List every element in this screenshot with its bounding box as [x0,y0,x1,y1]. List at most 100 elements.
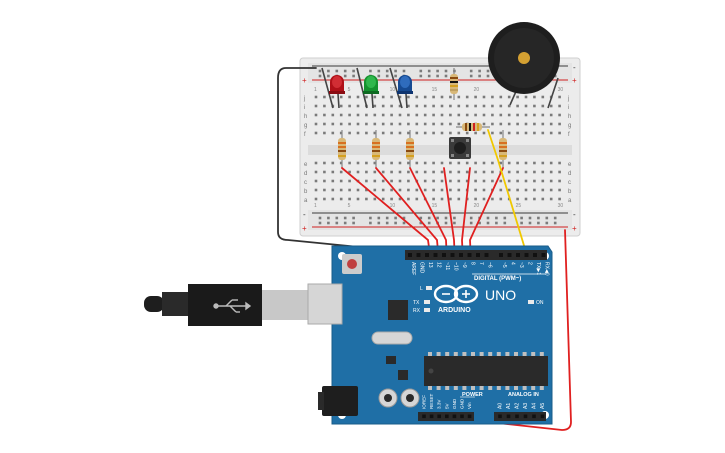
column-number: 1 [314,203,317,209]
usb-cable[interactable] [144,283,343,326]
digital-pin-label: 7 [478,262,484,265]
led-resistor[interactable] [338,130,346,168]
power-pin-label: GND [460,398,465,409]
digital-pin-label: ~3 [518,262,524,268]
analog-label: ANALOG IN [508,392,539,398]
l-led [426,286,432,290]
blue-led[interactable] [397,75,413,94]
tx-led [424,300,430,304]
wire-5v [459,229,572,431]
l-led-label: L [420,286,423,292]
digital-pin-label: GND [419,262,425,274]
power-pin-label: Vin [467,402,472,409]
tx-label: TX [413,300,420,306]
digital-pin-label: 12 [436,262,442,268]
digital-pin-label: ~11 [444,262,450,270]
analog-pin-label: A4 [532,403,538,409]
column-number: 15 [432,203,438,209]
row-letter-d-right: d [568,171,571,177]
row-letter-i: i [304,105,305,111]
row-letter-f: f [304,132,306,138]
digital-pin-label: 2 [527,262,533,265]
digital-pin-label: 8 [470,262,476,265]
analog-pin-label: A2 [515,403,521,409]
digital-pin-label: AREF [410,262,416,275]
rail-minus-label-bottom-right: - [573,210,576,219]
column-number: 5 [348,87,351,93]
column-number: 5 [348,203,351,209]
power-pin-label: GND [452,398,457,409]
rail-minus-label-bottom: - [303,210,306,219]
model-label: UNO [485,287,516,303]
power-pin-label: 3.3V [437,399,442,409]
row-letter-f-right: f [568,132,570,138]
row-letter-c: c [304,180,307,186]
usb-chip [388,300,408,320]
column-number: 20 [474,203,480,209]
led-resistors [338,130,507,168]
rail-plus-label-right: + [572,76,577,85]
rail-plus-label-bottom-right: + [572,224,577,233]
row-letter-g-right: g [568,123,571,129]
arduino-logo [433,284,479,304]
analog-header[interactable] [494,412,546,421]
rail-minus-label-right: - [573,63,576,72]
digital-label: DIGITAL (PWM~) [474,276,521,282]
atmega-chip [424,356,548,386]
row-letter-d: d [304,171,307,177]
column-number: 30 [558,87,564,93]
led-resistor[interactable] [372,130,380,168]
row-letter-c-right: c [568,180,571,186]
on-led [528,300,534,304]
piezo-buzzer[interactable] [488,22,560,94]
column-number: 20 [474,87,480,93]
crystal [371,331,413,345]
usb-icon [213,299,252,313]
button-resistor[interactable] [456,123,490,131]
digital-pin-label: ~10 [453,262,459,271]
digital-pin-label: ~9 [461,262,467,268]
analog-pin-label: A3 [523,403,529,409]
row-letter-b-right: b [568,189,572,195]
rx-led [424,308,430,312]
row-letter-j: j [303,96,305,102]
row-letter-i-right: i [568,105,569,111]
power-pin-label: RESET [429,393,434,409]
column-number: 10 [390,203,396,209]
row-letter-h-right: h [568,114,571,120]
power-label: POWER [462,392,483,398]
row-letter-a: a [304,198,308,204]
column-number: 25 [516,203,522,209]
power-pin-label: 5V [444,402,449,409]
brand-label: ARDUINO [438,307,471,314]
analog-pin-label: A0 [498,403,504,409]
row-letter-e-right: e [568,162,572,168]
digital-pin-label: ~6 [487,262,493,268]
row-letter-g: g [304,123,307,129]
column-number: 30 [558,203,564,209]
power-jack[interactable] [322,386,358,416]
digital-pin-label: 13 [427,262,433,268]
wire-yellow [487,129,530,263]
led-resistor[interactable] [406,130,414,168]
row-letter-e: e [304,162,308,168]
row-letter-b: b [304,189,308,195]
pullup-resistor[interactable] [450,68,458,100]
digital-pin-label: 4 [510,262,516,265]
gnd-wire [277,67,412,263]
column-number: 10 [390,87,396,93]
led-resistor[interactable] [499,130,507,168]
analog-pin-label: A5 [540,403,546,409]
pushbutton[interactable] [449,137,471,159]
column-number: 15 [432,87,438,93]
column-number: 1 [314,87,317,93]
reset-button[interactable] [342,254,362,274]
digital-pin-label: RX◀0 [544,262,550,276]
green-led[interactable] [363,75,379,94]
red-led[interactable] [329,75,345,94]
power-pin-label: IOREF [422,395,427,409]
digital-pin-label: ~5 [501,262,507,268]
analog-pin-label: A1 [506,403,512,409]
